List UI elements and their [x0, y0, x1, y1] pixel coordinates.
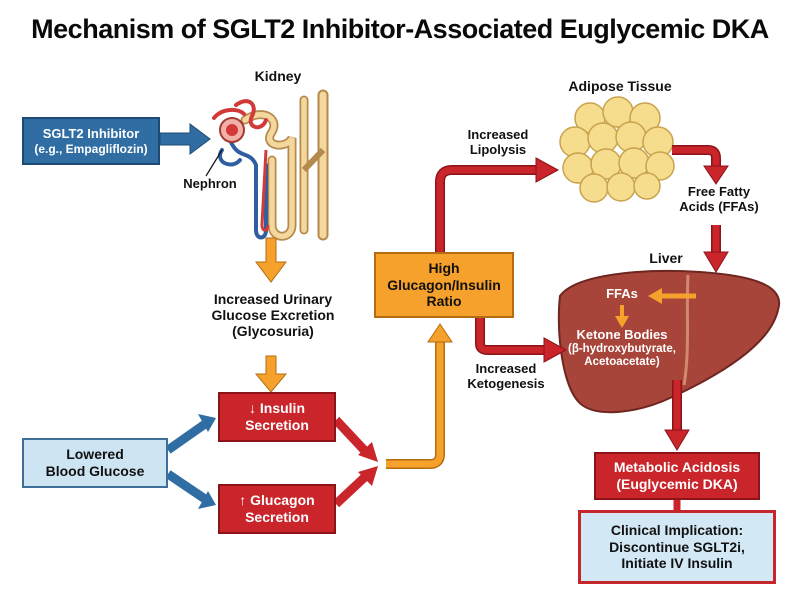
arrow-insulin-to-merge-head: [358, 442, 378, 462]
arrow-sglt2-to-kidney: [159, 123, 211, 155]
arrow-adipose-to-ffas-head: [703, 165, 729, 185]
ketone-bodies-label: Ketone Bodies(β-hydroxybutyrate,Acetoace…: [568, 327, 676, 369]
arrow-lowered-to-glucagon-head: [198, 491, 216, 509]
arrow-kidney-to-glycosuria: [255, 237, 287, 283]
liver-label: Liver: [649, 250, 683, 266]
arrow-ratio-to-adipose: [435, 165, 538, 252]
arrow-lowered-to-insulin-head: [198, 414, 216, 432]
arrow-insulin-to-merge: [332, 416, 370, 456]
liver-ligament: [682, 274, 690, 386]
arrow-liver-ffas-to-ketone-head: [615, 316, 629, 328]
arrow-ratio-to-liver-head: [543, 337, 568, 363]
sglt2-inhibitor-box: SGLT2 Inhibitor(e.g., Empagliflozin): [22, 117, 160, 165]
metabolic-acidosis-box: Metabolic Acidosis(Euglycemic DKA): [594, 452, 760, 500]
arrow-glycosuria-to-insulin: [254, 355, 288, 393]
kidney-label: Kidney: [254, 68, 302, 84]
arrow-liver-to-acidosis-head: [664, 429, 690, 451]
arrow-lowered-to-glucagon: [165, 470, 208, 503]
nephron-illustration: [212, 89, 329, 241]
liver-illustration: [557, 269, 781, 414]
arrow-ffas-to-liver-head: [703, 251, 729, 273]
adipose-tissue-illustration: [559, 96, 675, 203]
arrow-glucagon-to-merge: [332, 472, 370, 508]
arrow-merge-to-ratio-head: [427, 323, 453, 343]
arrow-ratio-to-adipose-head: [535, 157, 560, 183]
liver-ffas-label: FFAs: [606, 286, 638, 301]
clinical-implication-box: Clinical Implication:Discontinue SGLT2i,…: [578, 510, 776, 584]
arrow-lowered-to-insulin: [165, 420, 208, 454]
arrow-liver-ffa-input-head: [648, 288, 662, 304]
nephron-pointer: [205, 149, 223, 177]
adipose-label: Adipose Tissue: [568, 78, 672, 94]
arrow-glucagon-to-merge-head: [358, 466, 378, 486]
arrow-merge-to-ratio: [386, 338, 445, 469]
nephron-label: Nephron: [183, 176, 237, 191]
arrow-ratio-to-liver: [475, 318, 546, 355]
page-title: Mechanism of SGLT2 Inhibitor-Associated …: [31, 14, 769, 44]
